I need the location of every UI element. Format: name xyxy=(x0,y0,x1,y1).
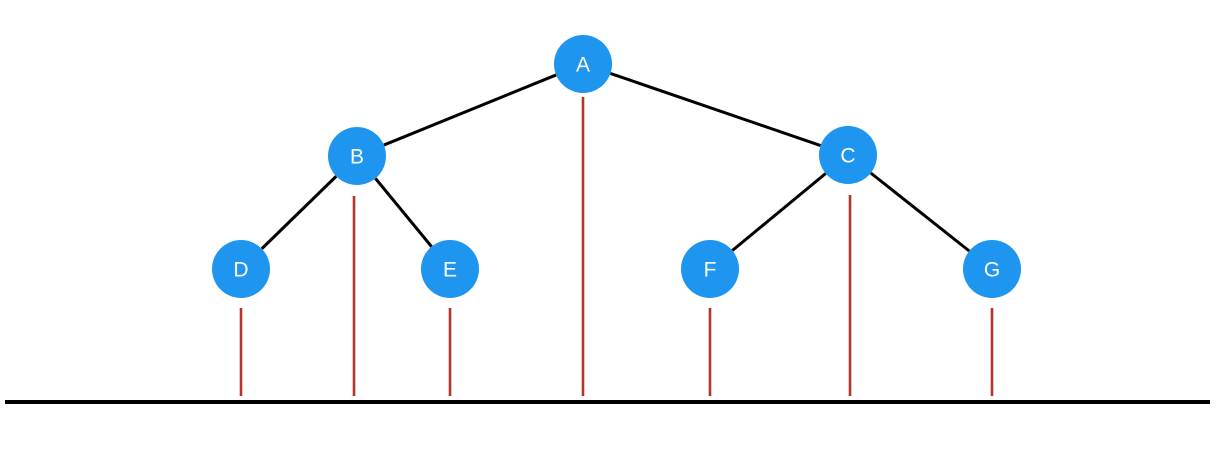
node-circle-a[interactable] xyxy=(554,35,612,93)
tree-edge-a-c xyxy=(609,72,822,147)
tree-edge-b-e xyxy=(374,177,433,248)
tree-node-g[interactable]: G xyxy=(963,240,1021,298)
edges-layer xyxy=(260,72,971,253)
drop-lines-layer xyxy=(239,97,994,396)
tree-node-b[interactable]: B xyxy=(328,127,386,185)
node-circle-g[interactable] xyxy=(963,240,1021,298)
node-circle-c[interactable] xyxy=(819,126,877,184)
node-circle-f[interactable] xyxy=(681,240,739,298)
tree-edge-b-d xyxy=(260,175,338,250)
tree-edge-c-g xyxy=(869,171,971,253)
node-circle-b[interactable] xyxy=(328,127,386,185)
tree-node-d[interactable]: D xyxy=(212,240,270,298)
tree-node-e[interactable]: E xyxy=(421,240,479,298)
tree-node-c[interactable]: C xyxy=(819,126,877,184)
tree-edge-a-b xyxy=(383,73,557,147)
tree-node-f[interactable]: F xyxy=(681,240,739,298)
tree-node-a[interactable]: A xyxy=(554,35,612,93)
node-circle-d[interactable] xyxy=(212,240,270,298)
node-circle-e[interactable] xyxy=(421,240,479,298)
tree-edge-c-f xyxy=(731,172,827,252)
